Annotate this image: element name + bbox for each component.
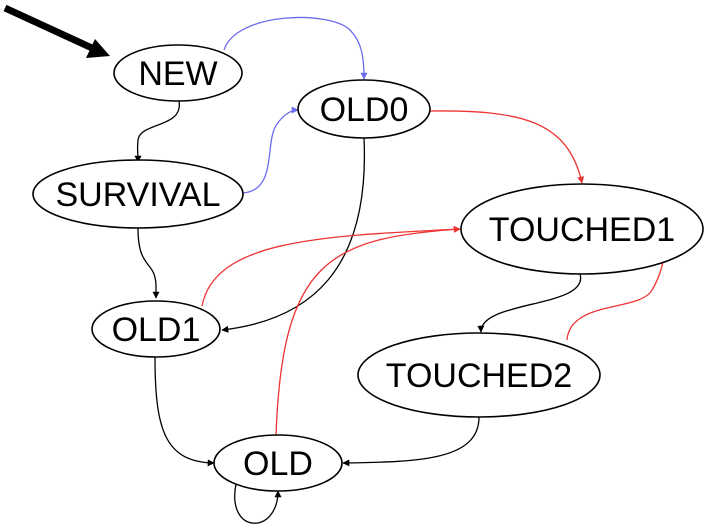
edge-touched1-to-touched2	[477, 273, 582, 333]
node-touched1-shape	[460, 183, 704, 275]
node-old1: OLD1	[91, 300, 221, 358]
edge-new-to-survival	[134, 100, 180, 163]
node-survival-shape	[32, 159, 244, 229]
edge-new-to-old0	[223, 16, 368, 80]
edge-touched2-to-touched1	[566, 255, 667, 341]
node-survival: SURVIVAL	[32, 159, 244, 229]
edge-old0-to-touched1	[429, 110, 585, 184]
edge-old-self-loop	[234, 483, 282, 524]
node-old: OLD	[213, 434, 343, 492]
edge-touched2-to-old	[342, 416, 480, 467]
node-new: NEW	[113, 44, 243, 102]
node-touched2-label: TOUCHED2	[386, 357, 572, 395]
node-old1-shape	[91, 300, 221, 358]
node-touched1: TOUCHED1	[460, 183, 704, 275]
node-old-shape	[213, 434, 343, 492]
edge-old-to-touched1	[275, 225, 461, 437]
edge-start-to-new	[3, 4, 94, 52]
edge-survival-to-old0	[242, 106, 299, 194]
node-touched2: TOUCHED2	[357, 332, 601, 418]
node-new-shape	[113, 44, 243, 102]
node-old0: OLD0	[297, 79, 431, 139]
edge-old1-to-touched1	[201, 225, 461, 307]
node-old-label: OLD	[243, 445, 313, 483]
edge-survival-to-old1	[137, 227, 160, 299]
node-old0-shape	[297, 79, 431, 139]
node-old1-label: OLD1	[112, 311, 201, 349]
node-touched2-shape	[357, 332, 601, 418]
edge-old1-to-old	[154, 356, 215, 467]
node-survival-label: SURVIVAL	[55, 176, 220, 214]
node-old0-label: OLD0	[320, 91, 409, 129]
node-new-label: NEW	[138, 55, 217, 93]
edge-old0-to-old1	[221, 137, 366, 333]
node-touched1-label: TOUCHED1	[489, 211, 675, 249]
edge-start-to-new-arrowhead	[86, 39, 110, 58]
